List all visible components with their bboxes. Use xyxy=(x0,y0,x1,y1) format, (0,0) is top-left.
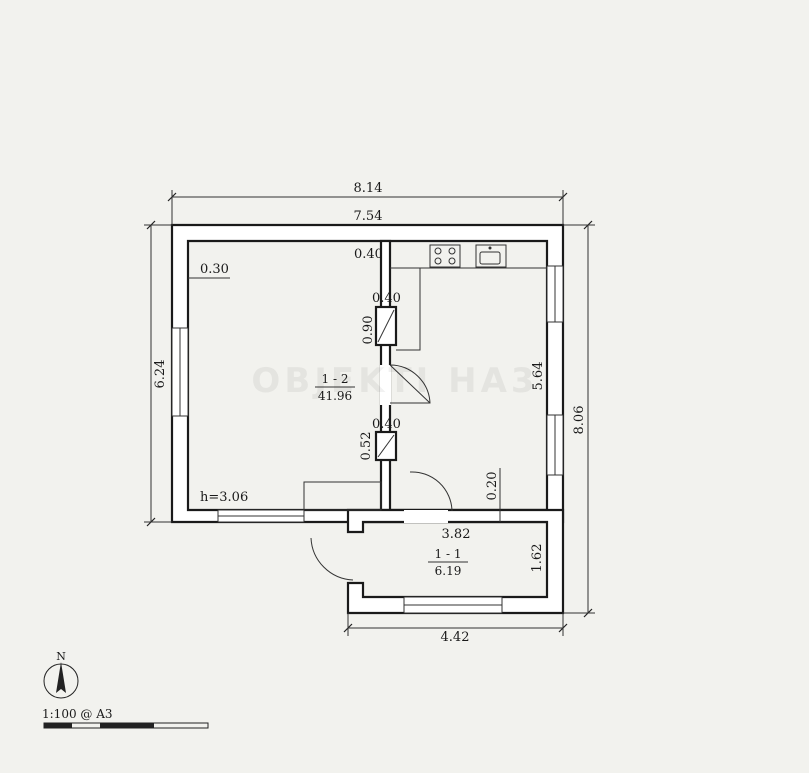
dim-vestibule-width: 4.42 xyxy=(441,630,470,645)
built-in-cabinet xyxy=(303,481,382,511)
room-area-main: 41.96 xyxy=(318,389,352,403)
window-bottom-main xyxy=(217,509,305,523)
partition-door-gap xyxy=(380,365,391,405)
north-label: N xyxy=(56,650,66,663)
dim-right-room-height: 5.64 xyxy=(531,362,546,391)
dim-wall-0-20: 0.20 xyxy=(485,472,500,501)
room-area-vestibule: 6.19 xyxy=(435,564,462,578)
dim-vestibule-height: 1.62 xyxy=(530,544,545,573)
dim-wall-0-40-top: 0.40 xyxy=(354,247,383,262)
room-label-vestibule: 1 - 1 xyxy=(435,547,462,561)
dim-inner-width: 7.54 xyxy=(354,209,383,224)
scale-bar xyxy=(43,722,209,729)
window-right-upper xyxy=(546,265,564,323)
dim-vestibule-width-inner: 3.82 xyxy=(442,527,471,542)
dim-right-height: 8.06 xyxy=(572,406,587,435)
ceiling-height-label: h=3.06 xyxy=(200,490,248,505)
chimney-lower xyxy=(374,430,398,462)
scale-label: 1:100 @ A3 xyxy=(42,707,113,721)
dim-chimney-0-40-top: 0.40 xyxy=(372,291,401,306)
partition-door-swing xyxy=(389,364,431,404)
dim-overall-width: 8.14 xyxy=(354,181,383,196)
dim-left-height: 6.24 xyxy=(153,360,168,389)
window-right-lower xyxy=(546,414,564,476)
chimney-upper xyxy=(374,305,398,347)
watermark-text: OBJEKTI HA3 xyxy=(251,361,538,401)
window-vestibule xyxy=(403,596,503,614)
north-arrow-icon xyxy=(43,662,79,699)
vestibule-door-swing xyxy=(409,471,453,512)
dim-chimney-0-90: 0.90 xyxy=(361,316,376,345)
dimension-lines xyxy=(144,190,595,636)
entrance-door-swing xyxy=(310,537,354,581)
dim-chimney-0-52: 0.52 xyxy=(359,432,374,461)
room-label-main: 1 - 2 xyxy=(322,372,349,386)
dim-chimney-0-40-bottom: 0.40 xyxy=(372,417,401,432)
sink-icon xyxy=(475,244,507,268)
kitchen-counter xyxy=(390,267,550,351)
stove-icon xyxy=(429,244,461,268)
window-left xyxy=(171,327,189,417)
dim-wall-0-30: 0.30 xyxy=(200,262,229,277)
vestibule-door-gap xyxy=(404,510,448,523)
